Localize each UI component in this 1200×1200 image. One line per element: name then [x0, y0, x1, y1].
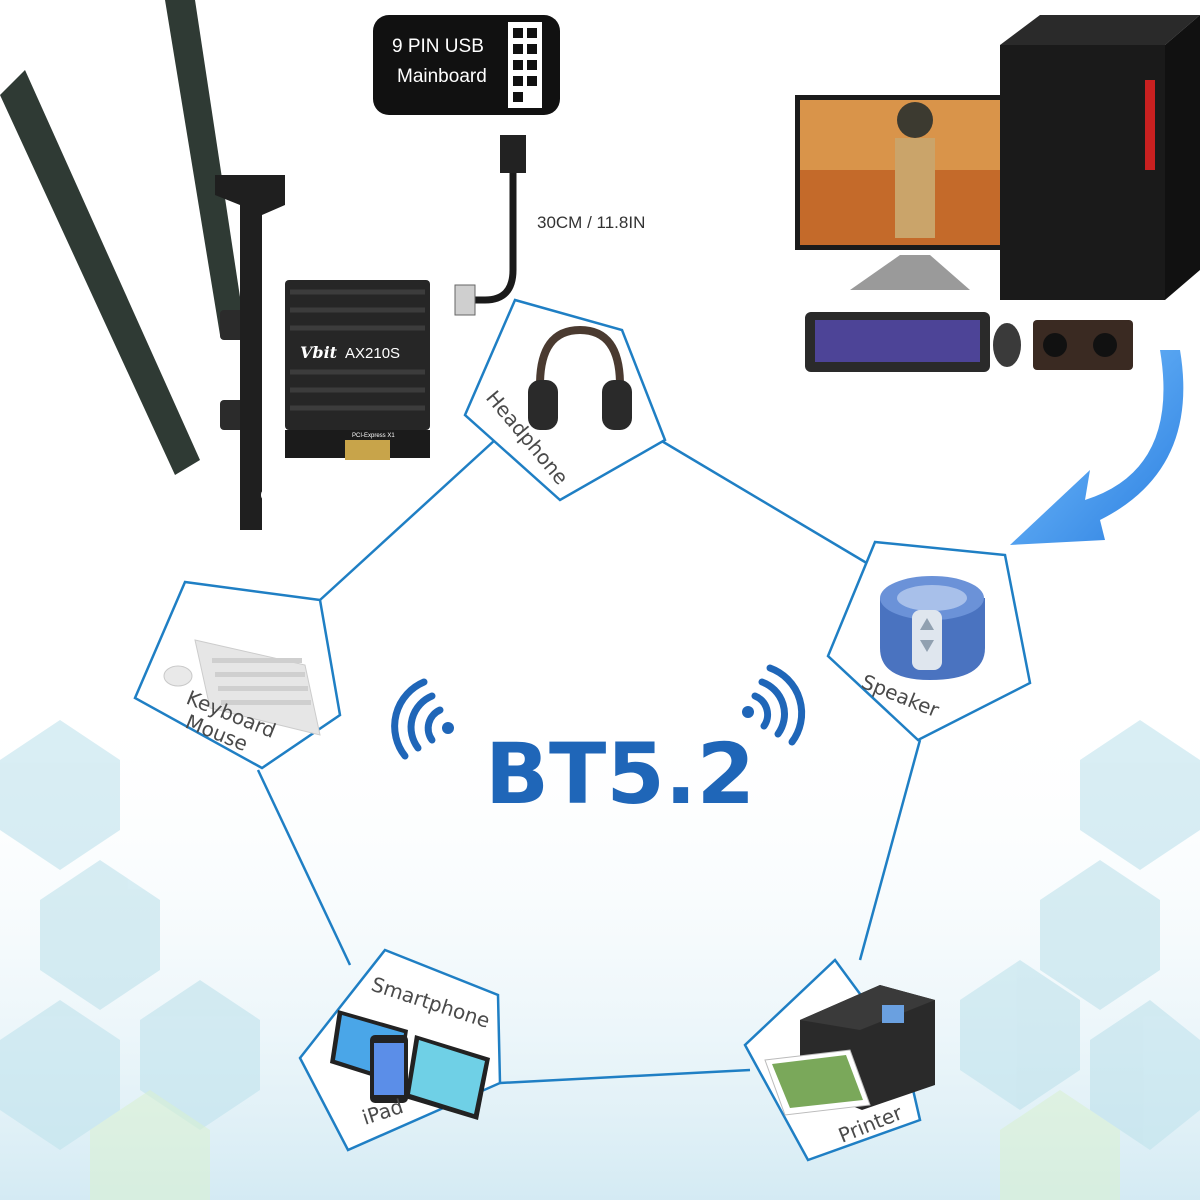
usb-tag-line2: Mainboard — [397, 66, 487, 87]
printer-icon — [764, 985, 935, 1116]
card-brand: Vbit — [300, 343, 338, 362]
tablet-icon — [330, 1010, 490, 1120]
signal-waves-right-icon — [742, 664, 806, 746]
speakers — [1033, 320, 1133, 370]
node-headphone: Headphone — [463, 298, 667, 502]
signal-waves-left-icon — [391, 678, 454, 760]
node-speaker: Speaker — [826, 540, 1032, 742]
usb-cable: 30CM / 11.8IN — [454, 135, 645, 316]
card-slot-text: PCI-Express X1 — [352, 433, 395, 439]
curved-arrow — [1010, 350, 1184, 545]
node-printer: Printer — [743, 958, 935, 1162]
background-pattern — [0, 700, 1200, 1200]
antenna-top — [165, 0, 245, 335]
node-smartphone-ipad: Smartphone iPad — [298, 948, 502, 1152]
bluetooth-center: BT5.2 — [391, 664, 806, 823]
keyboard-icon — [194, 639, 321, 736]
usb-mainboard-tag: 9 PIN USB Mainboard — [373, 15, 560, 115]
mouse — [993, 323, 1021, 367]
wifi-card-illustration: Vbit AX210S PCI-Express X1 — [0, 0, 430, 530]
mouse-icon — [163, 665, 193, 687]
cable-length-label: 30CM / 11.8IN — [537, 213, 645, 232]
card-model: AX210S — [345, 345, 400, 362]
headphone-icon — [528, 325, 632, 430]
desktop-pc-illustration — [795, 15, 1200, 372]
usb-tag-line1: 9 PIN USB — [392, 36, 484, 57]
antenna-left — [0, 70, 200, 475]
bt-version-label: BT5.2 — [485, 725, 755, 823]
pcie-bracket — [215, 175, 285, 530]
pc-tower — [1000, 45, 1165, 300]
gold-connector — [345, 440, 390, 460]
network-lines — [256, 438, 922, 1085]
speaker-icon — [880, 576, 985, 680]
